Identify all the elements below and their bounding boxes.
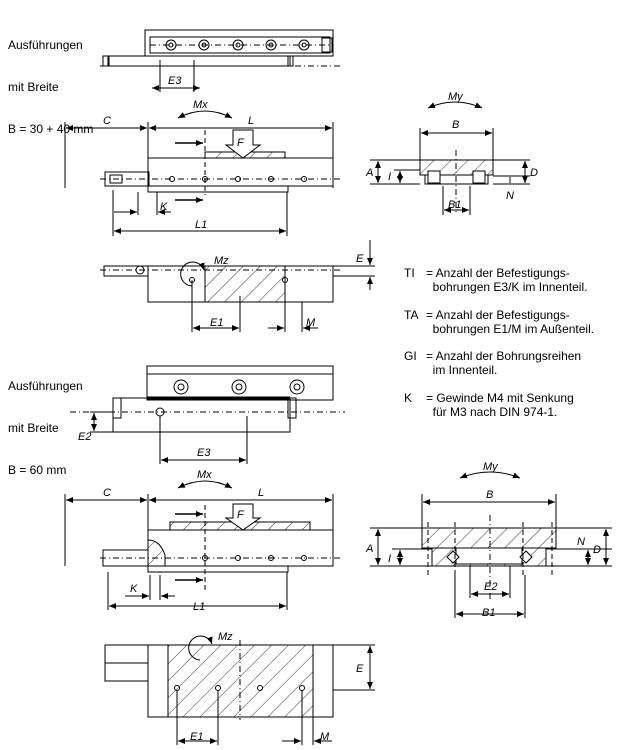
label-mz-large: Mz — [218, 631, 233, 643]
label-a-large: A — [365, 543, 373, 555]
label-e2-large: E2 — [484, 581, 497, 593]
legend-k-text: = Gewinde M4 mit Senkung für M3 nach DIN… — [426, 391, 574, 419]
cross-section-small — [370, 101, 530, 215]
label-b1-small: B1 — [448, 199, 461, 211]
side-view-small — [64, 110, 340, 236]
cross-section-large — [370, 471, 612, 618]
label-e-large: E — [356, 663, 364, 675]
label-mz-small: Mz — [214, 255, 229, 267]
label-e3-small: E3 — [168, 75, 182, 87]
top-view-small — [100, 29, 340, 92]
label-l1-large: L1 — [193, 601, 205, 613]
top-view-mz-small — [100, 240, 375, 332]
holes-side-large — [202, 555, 307, 561]
legend-k-key: K — [404, 391, 413, 405]
screw-holes-top-large — [173, 379, 305, 395]
label-f-small: F — [237, 137, 245, 149]
label-d-large: D — [593, 544, 601, 556]
label-e1-small: E1 — [210, 317, 223, 329]
legend-ti-key: TI — [404, 266, 415, 280]
label-n-small: N — [506, 190, 514, 202]
label-e3-large: E3 — [197, 447, 211, 459]
label-f-large: F — [237, 509, 245, 521]
label-i-large: I — [388, 553, 391, 565]
label-e-small: E — [356, 253, 364, 265]
label-l-small: L — [248, 115, 254, 127]
legend-ti-text: = Anzahl der Befestigungs- bohrungen E3/… — [426, 266, 588, 294]
label-d-small: D — [530, 167, 538, 179]
label-b-large: B — [486, 489, 493, 501]
side-view-large — [64, 480, 340, 610]
label-b-small: B — [452, 119, 459, 131]
top-view-mz-large — [104, 635, 375, 745]
legend-gi-key: GI — [404, 349, 417, 363]
label-mx-large: Mx — [197, 469, 212, 481]
label-m-small: M — [306, 317, 316, 329]
legend-ta-text: = Anzahl der Befestigungs- bohrungen E1/… — [426, 308, 595, 336]
section1-line2: mit Breite — [8, 80, 59, 94]
section2-line3: B = 60 mm — [8, 463, 67, 477]
section1-line1: Ausführungen — [8, 38, 83, 52]
label-l1-small: L1 — [195, 219, 207, 231]
label-my-small: My — [448, 91, 464, 103]
section2-line2: mit Breite — [8, 421, 59, 435]
label-e1-large: E1 — [190, 731, 203, 743]
label-my-large: My — [483, 461, 499, 473]
top-view-large — [70, 365, 345, 464]
section2-line1: Ausführungen — [8, 379, 83, 393]
label-m-large: M — [320, 731, 330, 743]
label-c-large: C — [103, 487, 111, 499]
label-n-large: N — [577, 536, 585, 548]
label-b1-large: B1 — [482, 607, 495, 619]
label-i-small: I — [388, 171, 391, 183]
label-l-large: L — [258, 487, 264, 499]
label-k-small: K — [160, 201, 168, 213]
label-mx-small: Mx — [193, 99, 208, 111]
label-e2-large-left: E2 — [78, 431, 91, 443]
section2-heading: Ausführungen mit Breite B = 60 mm — [8, 351, 83, 505]
legend-gi-text: = Anzahl der Bohrungsreihen im Innenteil… — [426, 349, 582, 377]
label-a-small: A — [365, 167, 373, 179]
label-c-small: C — [103, 115, 111, 127]
legend-ta-key: TA — [404, 308, 419, 322]
label-k-large: K — [130, 583, 138, 595]
holes-side-small — [169, 176, 307, 182]
screw-holes-top-small — [165, 39, 310, 51]
